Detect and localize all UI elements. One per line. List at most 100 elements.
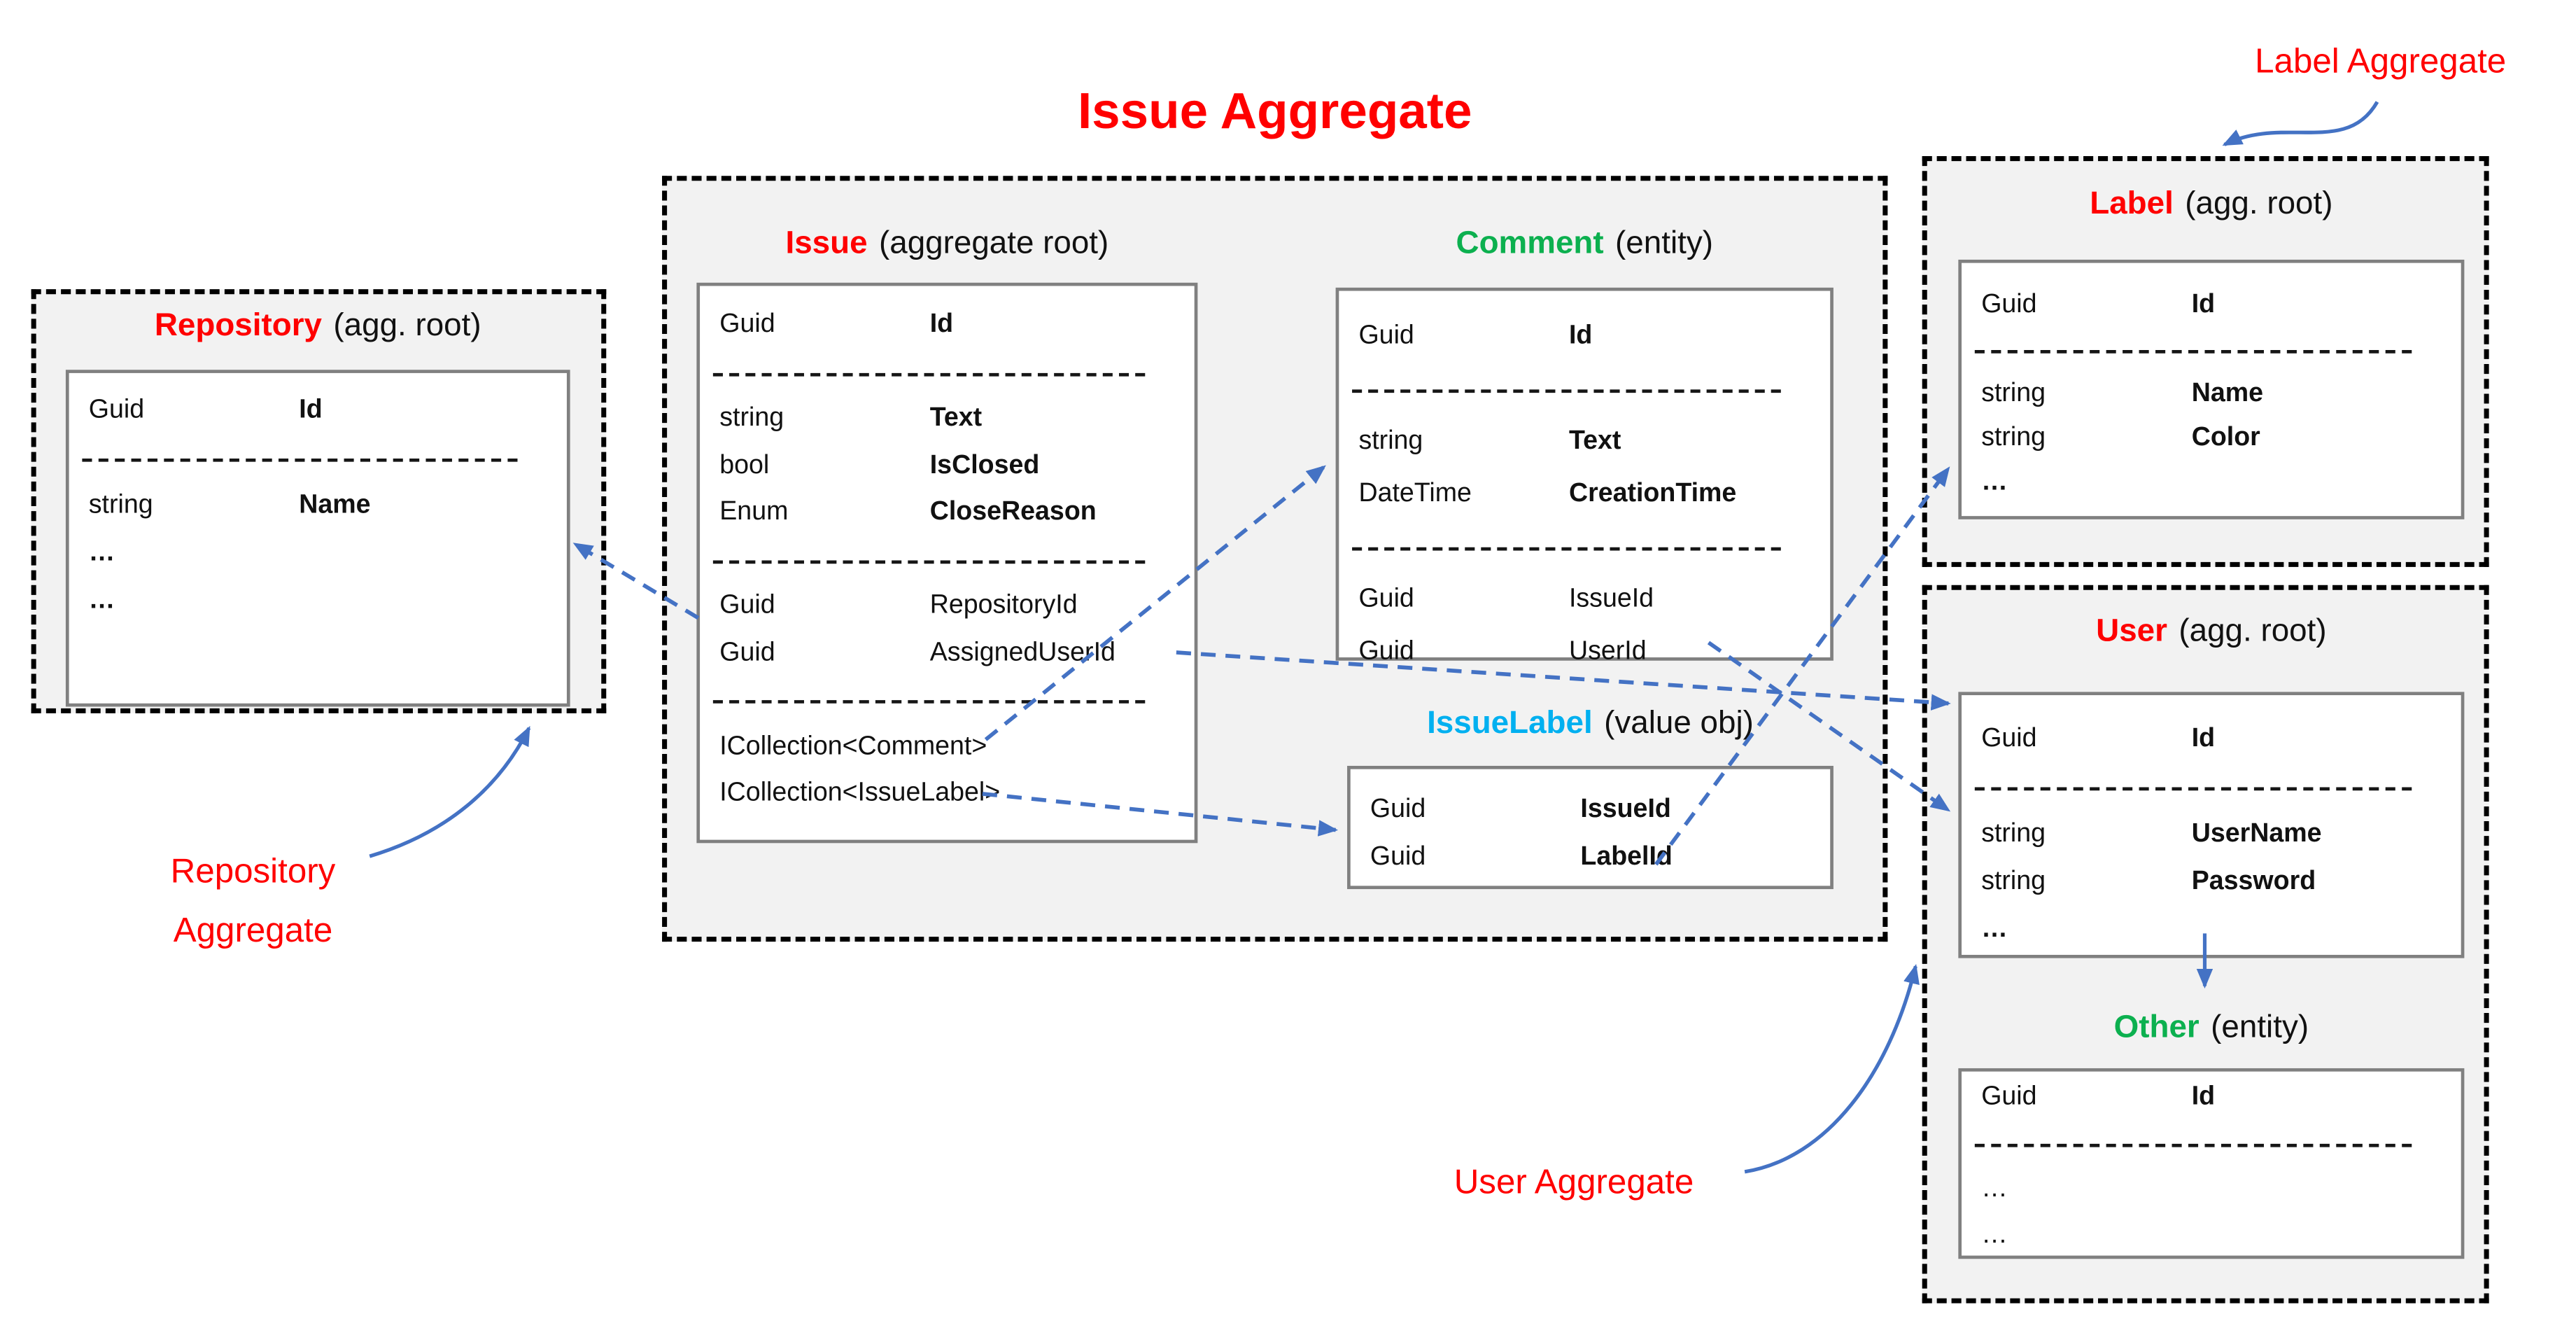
field-row: string UserName bbox=[1962, 810, 2461, 858]
repository-aggregate-note-line1: Repository bbox=[170, 853, 336, 891]
field-name: Id bbox=[2191, 1083, 2216, 1111]
field-type: … bbox=[88, 585, 115, 614]
issue-entity-name: Issue bbox=[785, 225, 868, 262]
field-row: … bbox=[69, 529, 567, 577]
field-type: Guid bbox=[1370, 795, 1426, 823]
field-type: DateTime bbox=[1358, 480, 1472, 508]
field-name: IsClosed bbox=[929, 452, 1040, 480]
field-row: string Text bbox=[1339, 416, 1830, 468]
user-entity-name: User bbox=[2096, 613, 2167, 650]
field-row: Guid IssueId bbox=[1339, 573, 1830, 626]
user-entity-stereotype: (agg. root) bbox=[2179, 613, 2327, 650]
comment-entity-title: Comment (entity) bbox=[1336, 225, 1834, 263]
repository-entity-title: Repository (agg. root) bbox=[66, 307, 570, 345]
field-type: ICollection<IssueLabel> bbox=[719, 779, 1001, 808]
repository-fields-table: Guid Id string Name … … bbox=[65, 370, 570, 707]
repository-entity-name: Repository bbox=[154, 307, 322, 344]
field-row: … bbox=[69, 577, 567, 624]
field-separator-line bbox=[712, 700, 1146, 704]
field-row: … bbox=[1962, 460, 2461, 504]
field-name: Id bbox=[299, 395, 323, 424]
comment-entity-stereotype: (entity) bbox=[1615, 225, 1713, 262]
field-type: … bbox=[1981, 467, 2008, 496]
field-type: Guid bbox=[1358, 322, 1414, 351]
field-type: string bbox=[1358, 427, 1423, 456]
field-name: Id bbox=[1568, 322, 1593, 351]
field-separator-line bbox=[1352, 547, 1781, 551]
field-type: Guid bbox=[88, 395, 145, 424]
repository-aggregate-note-line2: Aggregate bbox=[173, 911, 333, 950]
field-type: Guid bbox=[719, 638, 775, 667]
other-fields-table: Guid Id … … bbox=[1958, 1068, 2465, 1259]
field-row: string Name bbox=[69, 482, 567, 529]
field-row: … bbox=[1962, 1213, 2461, 1259]
field-row: DateTime CreationTime bbox=[1339, 468, 1830, 521]
field-row: string Name bbox=[1962, 372, 2461, 416]
field-name: IssueId bbox=[1568, 585, 1654, 613]
field-type: Guid bbox=[1981, 1083, 2037, 1111]
field-separator-line bbox=[712, 559, 1146, 564]
field-name: Color bbox=[2191, 423, 2260, 452]
field-separator bbox=[700, 349, 1195, 396]
field-name: Name bbox=[2191, 379, 2264, 407]
field-name: UserName bbox=[2191, 819, 2322, 848]
field-name: Id bbox=[2191, 724, 2216, 753]
field-row: Guid Id bbox=[1339, 311, 1830, 363]
field-separator bbox=[69, 434, 567, 482]
field-row: … bbox=[1962, 1167, 2461, 1213]
field-separator bbox=[1339, 363, 1830, 416]
field-separator bbox=[700, 536, 1195, 583]
field-type: bool bbox=[719, 452, 770, 480]
field-type: Guid bbox=[1358, 637, 1414, 666]
issuelabel-entity-stereotype: (value obj) bbox=[1604, 705, 1754, 741]
field-type: … bbox=[88, 538, 115, 566]
field-name: Text bbox=[929, 405, 983, 433]
repository-entity-stereotype: (agg. root) bbox=[333, 307, 481, 344]
issue-entity-stereotype: (aggregate root) bbox=[879, 225, 1109, 262]
field-separator bbox=[700, 677, 1195, 724]
field-separator bbox=[1962, 1121, 2461, 1167]
field-row: Guid Id bbox=[69, 386, 567, 434]
field-type: … bbox=[1981, 1175, 2008, 1203]
label-entity-stereotype: (agg. root) bbox=[2185, 186, 2333, 222]
field-separator-line bbox=[1352, 389, 1781, 393]
field-row: string Color bbox=[1962, 416, 2461, 460]
field-row: … bbox=[1962, 906, 2461, 953]
field-separator-line bbox=[712, 372, 1146, 377]
other-entity-title: Other(entity) bbox=[1958, 1009, 2464, 1047]
field-type: Guid bbox=[1358, 585, 1414, 613]
diagram-title: Issue Aggregate bbox=[1077, 82, 1472, 140]
label-entity-name: Label bbox=[2090, 186, 2174, 222]
repository-aggregate-pointer bbox=[369, 725, 531, 858]
comment-entity-name: Comment bbox=[1456, 225, 1604, 262]
field-row: ICollection<Comment> bbox=[700, 724, 1195, 771]
field-row: bool IsClosed bbox=[700, 443, 1195, 490]
field-type: string bbox=[1981, 379, 2046, 407]
field-name: IssueId bbox=[1580, 795, 1671, 823]
field-type: … bbox=[1981, 914, 2008, 943]
field-name: CloseReason bbox=[929, 498, 1097, 526]
user-entity-title: User (agg. root) bbox=[1958, 613, 2464, 651]
field-type: … bbox=[1981, 1221, 2008, 1250]
field-name: Text bbox=[1568, 427, 1621, 456]
field-name: AssignedUserId bbox=[929, 638, 1115, 667]
field-type: string bbox=[88, 490, 153, 519]
label-aggregate-note: Label Aggregate bbox=[2255, 43, 2507, 81]
field-type: string bbox=[1981, 423, 2046, 452]
field-type: ICollection<Comment> bbox=[719, 732, 987, 761]
field-name: CreationTime bbox=[1568, 480, 1737, 508]
field-name: Name bbox=[299, 490, 371, 519]
field-name: Id bbox=[929, 311, 954, 340]
field-type: Guid bbox=[1981, 290, 2037, 319]
issuelabel-entity-name: IssueLabel bbox=[1427, 705, 1593, 741]
field-type: string bbox=[1981, 819, 2046, 848]
